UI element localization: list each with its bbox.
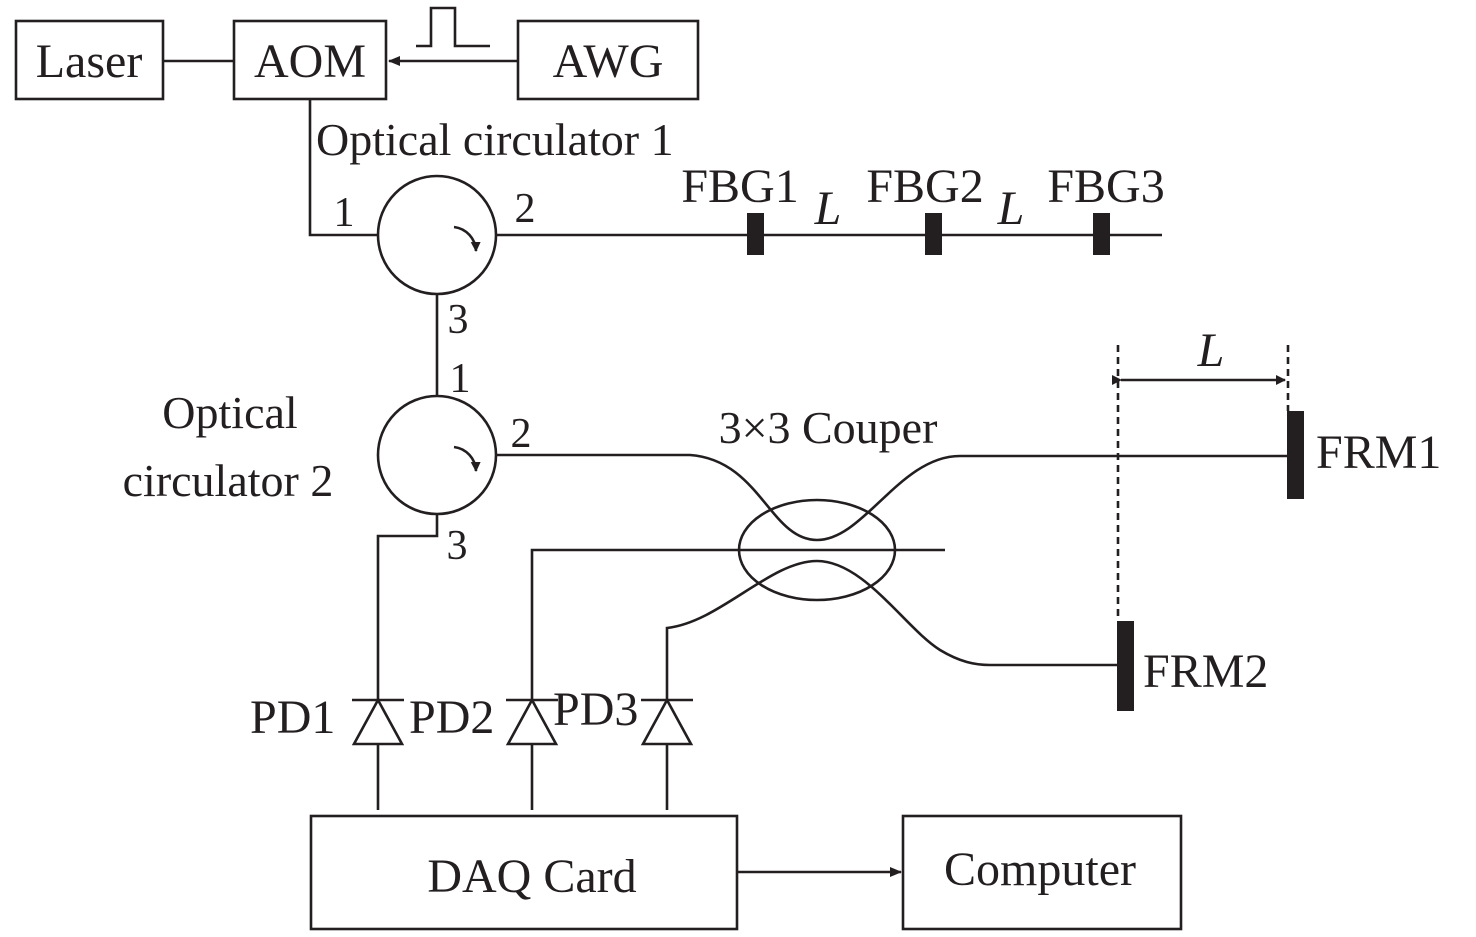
- fbg3-grating: [1093, 213, 1110, 255]
- fbg-spacing-2-label: L: [997, 182, 1025, 235]
- circ1-port2-label: 2: [515, 186, 536, 232]
- circ2-pd1-fiber: [376, 514, 439, 810]
- awg-label: AWG: [553, 35, 664, 88]
- daq-card-block: DAQ Card: [309, 814, 739, 931]
- coupler-lower-fiber: [665, 559, 1117, 810]
- frm2-label: FRM2: [1143, 645, 1268, 698]
- fbg1-grating: [747, 213, 764, 255]
- pd3-label: PD3: [553, 683, 638, 736]
- awg-block: AWG: [516, 19, 700, 101]
- aom-label: AOM: [254, 35, 366, 88]
- coupler-3x3: [496, 453, 1287, 810]
- pulse-icon: [416, 6, 490, 48]
- circulator1-rotation-arrow-icon: [453, 225, 481, 252]
- pd2-photodiode-icon: [505, 697, 559, 746]
- fbg3-label: FBG3: [1047, 160, 1164, 213]
- computer-block: Computer: [901, 814, 1183, 931]
- circulator2-label-line1: Optical: [162, 387, 297, 438]
- circulator2-label-line2: circulator 2: [123, 455, 334, 506]
- circ1-port3-label: 3: [448, 297, 469, 343]
- circ2-port2-label: 2: [511, 411, 532, 457]
- laser-block: Laser: [14, 19, 165, 101]
- daq-card-label: DAQ Card: [427, 850, 636, 903]
- frm-offset-label: L: [1197, 324, 1225, 377]
- pd1-photodiode-icon: [351, 697, 405, 746]
- fbg1-label: FBG1: [681, 160, 798, 213]
- aom-circulator1-fiber: [308, 99, 378, 237]
- laser-label: Laser: [36, 35, 143, 88]
- computer-label: Computer: [944, 843, 1136, 896]
- frm1-label: FRM1: [1316, 426, 1441, 479]
- pd1-label: PD1: [250, 691, 335, 744]
- circulator1-label: Optical circulator 1: [316, 114, 674, 165]
- coupler-label: 3×3 Couper: [719, 402, 938, 453]
- circ2-port1-label: 1: [450, 356, 471, 402]
- fbg2-label: FBG2: [866, 160, 983, 213]
- coupler-middle-fiber: [530, 548, 945, 810]
- circ2-port3-label: 3: [447, 523, 468, 569]
- optical-circulator-2: [376, 394, 498, 516]
- frm2-mirror: [1117, 621, 1134, 711]
- pd3-photodiode-icon: [640, 697, 694, 746]
- circulator2-rotation-arrow-icon: [453, 445, 481, 472]
- circ1-port1-label: 1: [334, 190, 355, 236]
- fbg2-grating: [925, 213, 942, 255]
- pd2-label: PD2: [409, 691, 494, 744]
- aom-block: AOM: [232, 19, 388, 101]
- fbg-spacing-1-label: L: [814, 182, 842, 235]
- frm1-mirror: [1287, 411, 1304, 499]
- optical-circulator-1: [376, 174, 498, 296]
- coupler-upper-fiber: [496, 453, 1287, 542]
